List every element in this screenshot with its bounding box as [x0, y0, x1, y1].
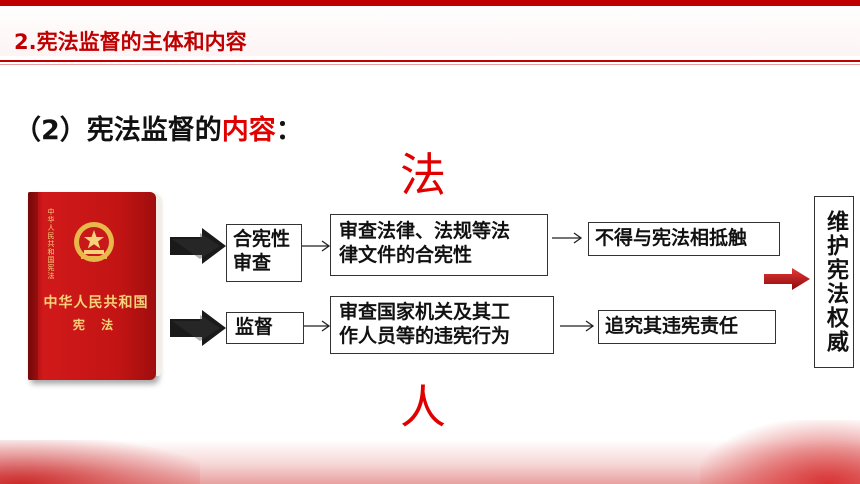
- section-heading-highlight: 内容: [221, 115, 276, 146]
- conclusion-box: 维护宪法权威: [814, 196, 854, 368]
- result-text: 不得与宪法相抵触: [595, 227, 748, 249]
- section-heading-prefix: （2）宪法监督的: [14, 115, 222, 146]
- page-title: 2.宪法监督的主体和内容: [14, 30, 247, 54]
- book-page-edge: [156, 196, 161, 376]
- thin-arrow-icon: [304, 320, 331, 332]
- category-label-line: 监督: [235, 316, 274, 338]
- thick-arrow-icon: [170, 310, 226, 346]
- result-box-accountability: 追究其违宪责任: [598, 310, 776, 344]
- category-label-line: 合宪性: [233, 228, 291, 250]
- thin-arrow-icon: [302, 240, 331, 252]
- book-spine: [28, 192, 38, 380]
- national-emblem-icon: [74, 222, 114, 262]
- category-label-line: 审查: [233, 251, 272, 274]
- header-top-stripe: [0, 0, 860, 6]
- content-box-review-laws: 审查法律、法规等法 律文件的合宪性: [330, 214, 548, 276]
- thin-arrow-icon: [560, 320, 595, 332]
- conclusion-text: 维护宪法权威: [823, 210, 848, 354]
- result-text: 追究其违宪责任: [605, 315, 739, 337]
- content-text-line: 审查国家机关及其工: [339, 301, 511, 323]
- category-box-constitutional-review: 合宪性 审查: [226, 224, 302, 282]
- people-character: 人: [400, 380, 446, 434]
- section-heading-suffix: ：: [275, 115, 303, 146]
- category-box-supervision: 监督: [226, 312, 304, 344]
- header-divider: [0, 60, 860, 62]
- content-text-line: 作人员等的违宪行为: [339, 324, 511, 347]
- red-arrow-icon: [764, 268, 810, 290]
- result-box-no-conflict: 不得与宪法相抵触: [588, 222, 780, 256]
- law-character: 法: [400, 148, 446, 202]
- book-spine-text: 中华人民共和国宪法: [47, 208, 55, 280]
- header-bar: [0, 0, 860, 56]
- header-divider-thin: [0, 64, 860, 65]
- book-title: 中华人民共和国: [43, 295, 149, 311]
- footer-decoration-right: [700, 420, 860, 484]
- book-subtitle: 宪 法: [72, 318, 120, 332]
- footer-decoration-left: [0, 440, 200, 484]
- content-box-review-officials: 审查国家机关及其工 作人员等的违宪行为: [330, 296, 554, 354]
- section-heading: （2）宪法监督的内容：: [14, 108, 303, 147]
- thick-arrow-icon: [170, 228, 226, 264]
- constitution-book-image: 中华人民共和国宪法 中华人民共和国 宪 法: [28, 192, 161, 380]
- content-text-line: 审查法律、法规等法: [339, 220, 511, 242]
- thin-arrow-icon: [552, 232, 583, 244]
- content-text-line: 律文件的合宪性: [339, 243, 473, 266]
